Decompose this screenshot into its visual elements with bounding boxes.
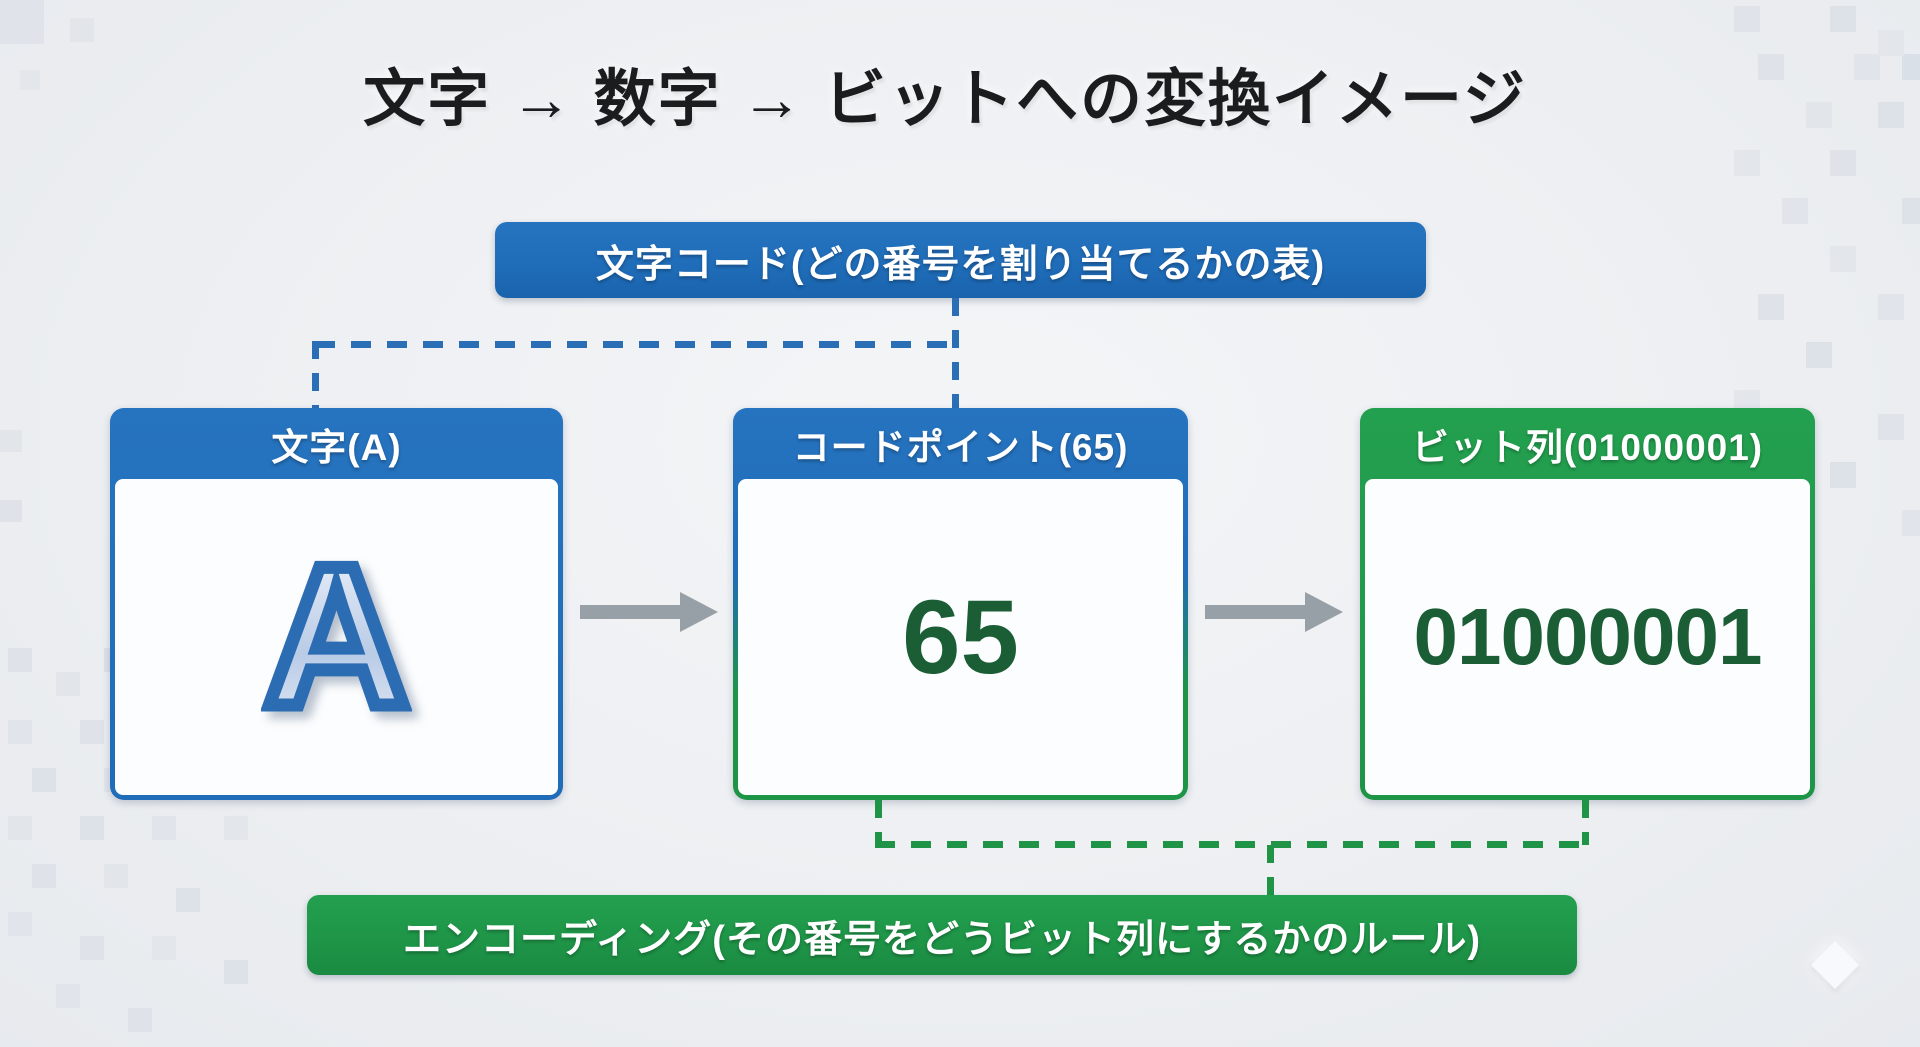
character-code-banner-label: 文字コード(どの番号を割り当てるかの表) [595,243,1326,286]
character-code-banner: 文字コード(どの番号を割り当てるかの表) [495,222,1426,298]
character-box-header: 文字(A) [271,426,402,468]
mosaic-decoration-top-right [1734,6,1760,32]
mosaic-decoration-bottom-left [8,648,32,672]
connector-green-vertical-right [1582,800,1589,845]
connector-blue-vertical-left [312,341,319,408]
encoding-banner: エンコーディング(その番号をどうビット列にするかのルール) [307,895,1577,975]
codepoint-box: コードポイント(65) 65 [733,408,1188,800]
bit-string-box-header: ビット列(01000001) [1411,426,1764,468]
character-box-body: A [115,479,558,795]
diamond-icon [1810,940,1860,990]
connector-blue-vertical-center [952,298,959,408]
character-box: 文字(A) A [110,408,563,800]
connector-green-vertical-drop [1267,845,1274,897]
codepoint-box-body: 65 [738,479,1183,795]
arrow-head [1305,592,1343,632]
codepoint-value: 65 [902,578,1019,696]
bit-string-box: ビット列(01000001) 01000001 [1360,408,1815,800]
mosaic-decoration-top-left [0,0,44,44]
bit-string-box-body: 01000001 [1365,479,1810,795]
arrow-head [680,592,718,632]
connector-green-vertical-left [875,800,882,848]
page-title: 文字 → 数字 → ビットへの変換イメージ [363,65,1527,134]
arrow-shaft [580,605,680,619]
arrow-right-icon [580,592,718,632]
encoding-banner-label: エンコーディング(その番号をどうビット列にするかのルール) [402,918,1482,961]
arrow-right-icon [1205,592,1343,632]
mosaic-decoration-left [0,430,22,452]
arrow-shaft [1205,605,1305,619]
bit-string-value: 01000001 [1413,592,1763,681]
codepoint-box-header: コードポイント(65) [792,426,1129,468]
character-glyph: A [264,537,409,738]
connector-blue-horizontal [315,341,955,348]
connector-green-horizontal [875,841,1589,848]
